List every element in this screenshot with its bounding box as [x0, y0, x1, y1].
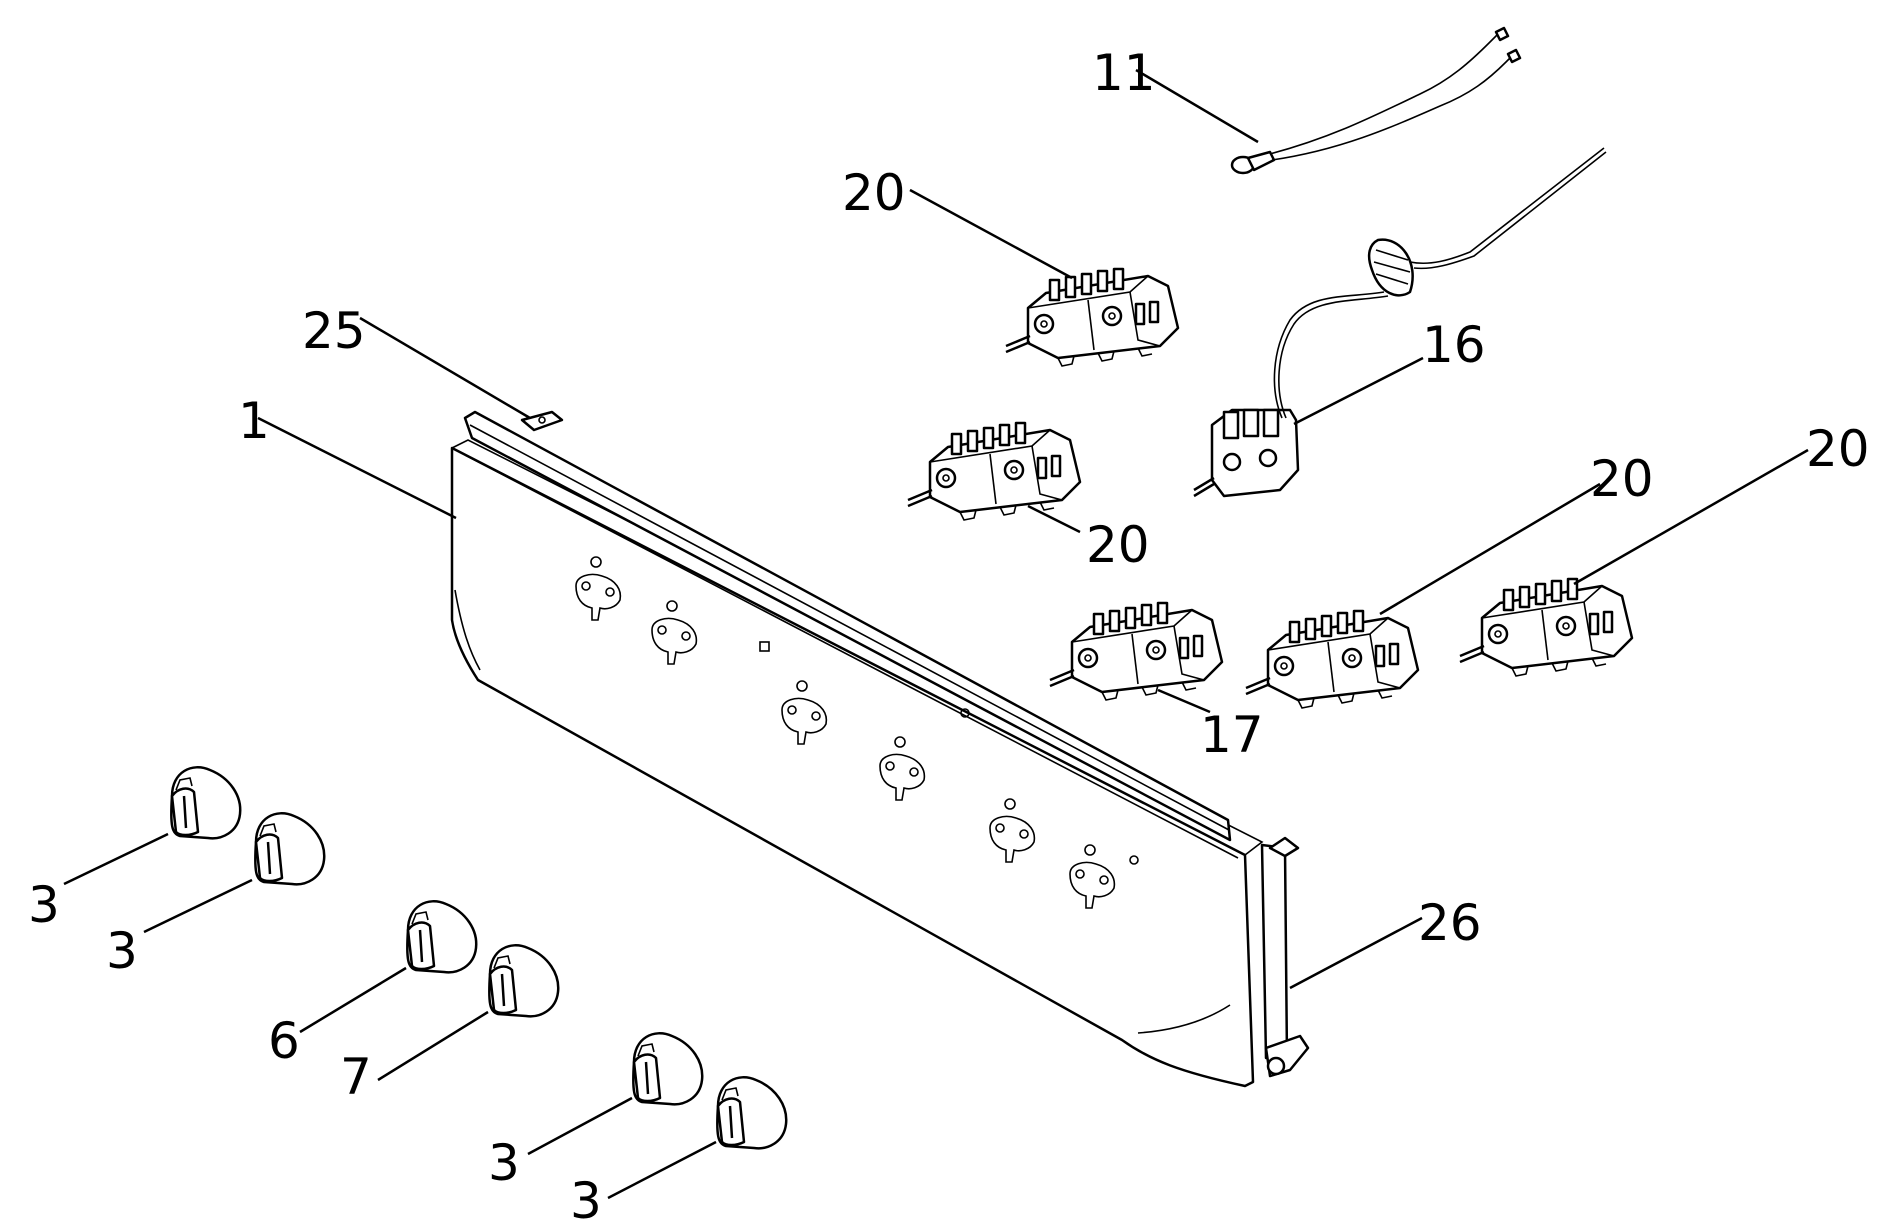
control-knob-3-d — [716, 1076, 788, 1150]
callout-3-d: 3 — [570, 1172, 602, 1221]
callout-3-b: 3 — [106, 922, 138, 980]
callout-1: 1 — [238, 392, 270, 450]
control-knob-3-b — [254, 812, 326, 886]
thermostat-16 — [1193, 147, 1607, 498]
callout-labels: 11 20 25 1 16 20 20 20 17 26 3 3 6 7 3 3 — [28, 44, 1870, 1226]
control-knob-6 — [406, 900, 478, 974]
rotary-switch-20-right — [1244, 609, 1420, 710]
callout-3-c: 3 — [488, 1134, 520, 1192]
control-knob-3-c — [632, 1032, 704, 1106]
callout-20-right: 20 — [1590, 450, 1654, 508]
rotary-switch-20-far-right — [1458, 577, 1634, 678]
sensor-cable-11 — [1230, 26, 1522, 175]
leader-lines — [63, 68, 1809, 1200]
rotary-switch-17 — [1048, 601, 1224, 702]
callout-16: 16 — [1422, 316, 1486, 374]
rotary-switch-20-top — [1004, 267, 1180, 368]
callout-11: 11 — [1092, 44, 1156, 102]
control-panel — [450, 410, 1310, 1088]
callout-25: 25 — [302, 302, 366, 360]
control-knob-7 — [488, 944, 560, 1018]
callout-26: 26 — [1418, 894, 1482, 952]
callout-17: 17 — [1200, 706, 1264, 764]
callout-3-a: 3 — [28, 876, 60, 934]
callout-20-middle: 20 — [1086, 516, 1150, 574]
callout-20-top: 20 — [842, 164, 906, 222]
callout-20-far-right: 20 — [1806, 420, 1870, 478]
rotary-switch-20-middle — [906, 421, 1082, 522]
control-knob-3-a — [170, 766, 242, 840]
callout-6: 6 — [268, 1012, 300, 1070]
callout-7: 7 — [340, 1048, 372, 1106]
